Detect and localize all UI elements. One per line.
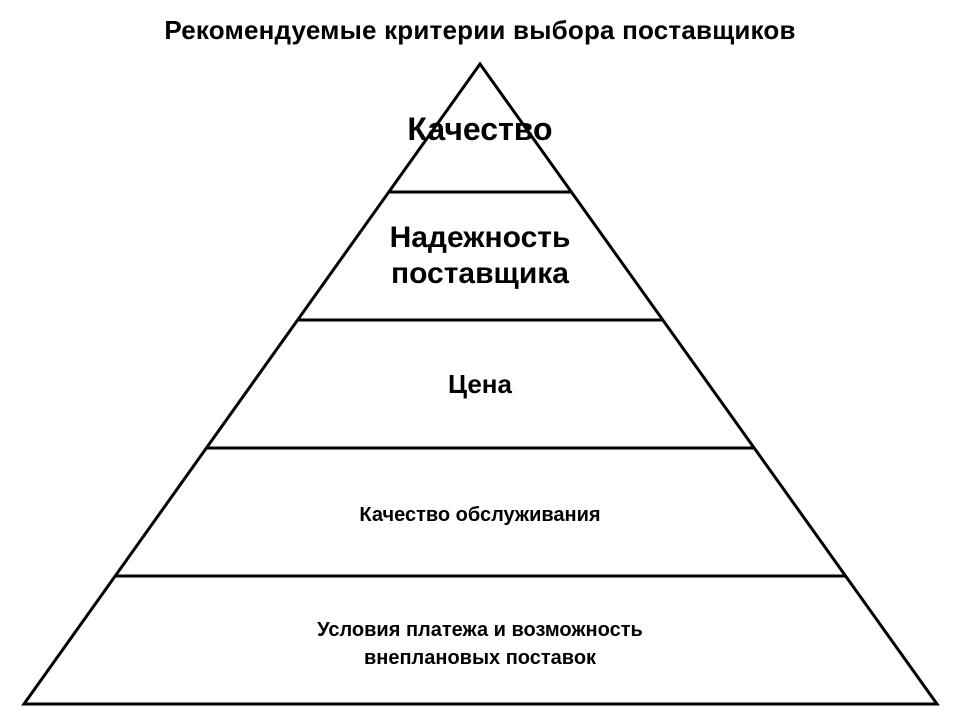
level-text: Надежность — [389, 221, 571, 254]
level-text: внеплановых поставок — [363, 647, 597, 669]
level-text: Качество — [407, 111, 553, 147]
pyramid-level-service-quality: Качество обслуживания — [0, 502, 960, 528]
level-text: Цена — [448, 369, 512, 399]
pyramid-level-payment-terms: Условия платежа и возможность внеплановы… — [0, 616, 960, 672]
pyramid-outline — [21, 61, 940, 706]
level-text: поставщика — [390, 257, 569, 290]
level-text: Условия платежа и возможность — [317, 619, 643, 641]
diagram-title: Рекомендуемые критерии выбора поставщико… — [164, 15, 796, 45]
pyramid-level-price: Цена — [0, 367, 960, 401]
pyramid-level-supplier-reliability: Надежность поставщика — [0, 220, 960, 292]
pyramid-level-quality: Качество — [0, 110, 960, 148]
level-text: Качество обслуживания — [359, 504, 601, 526]
